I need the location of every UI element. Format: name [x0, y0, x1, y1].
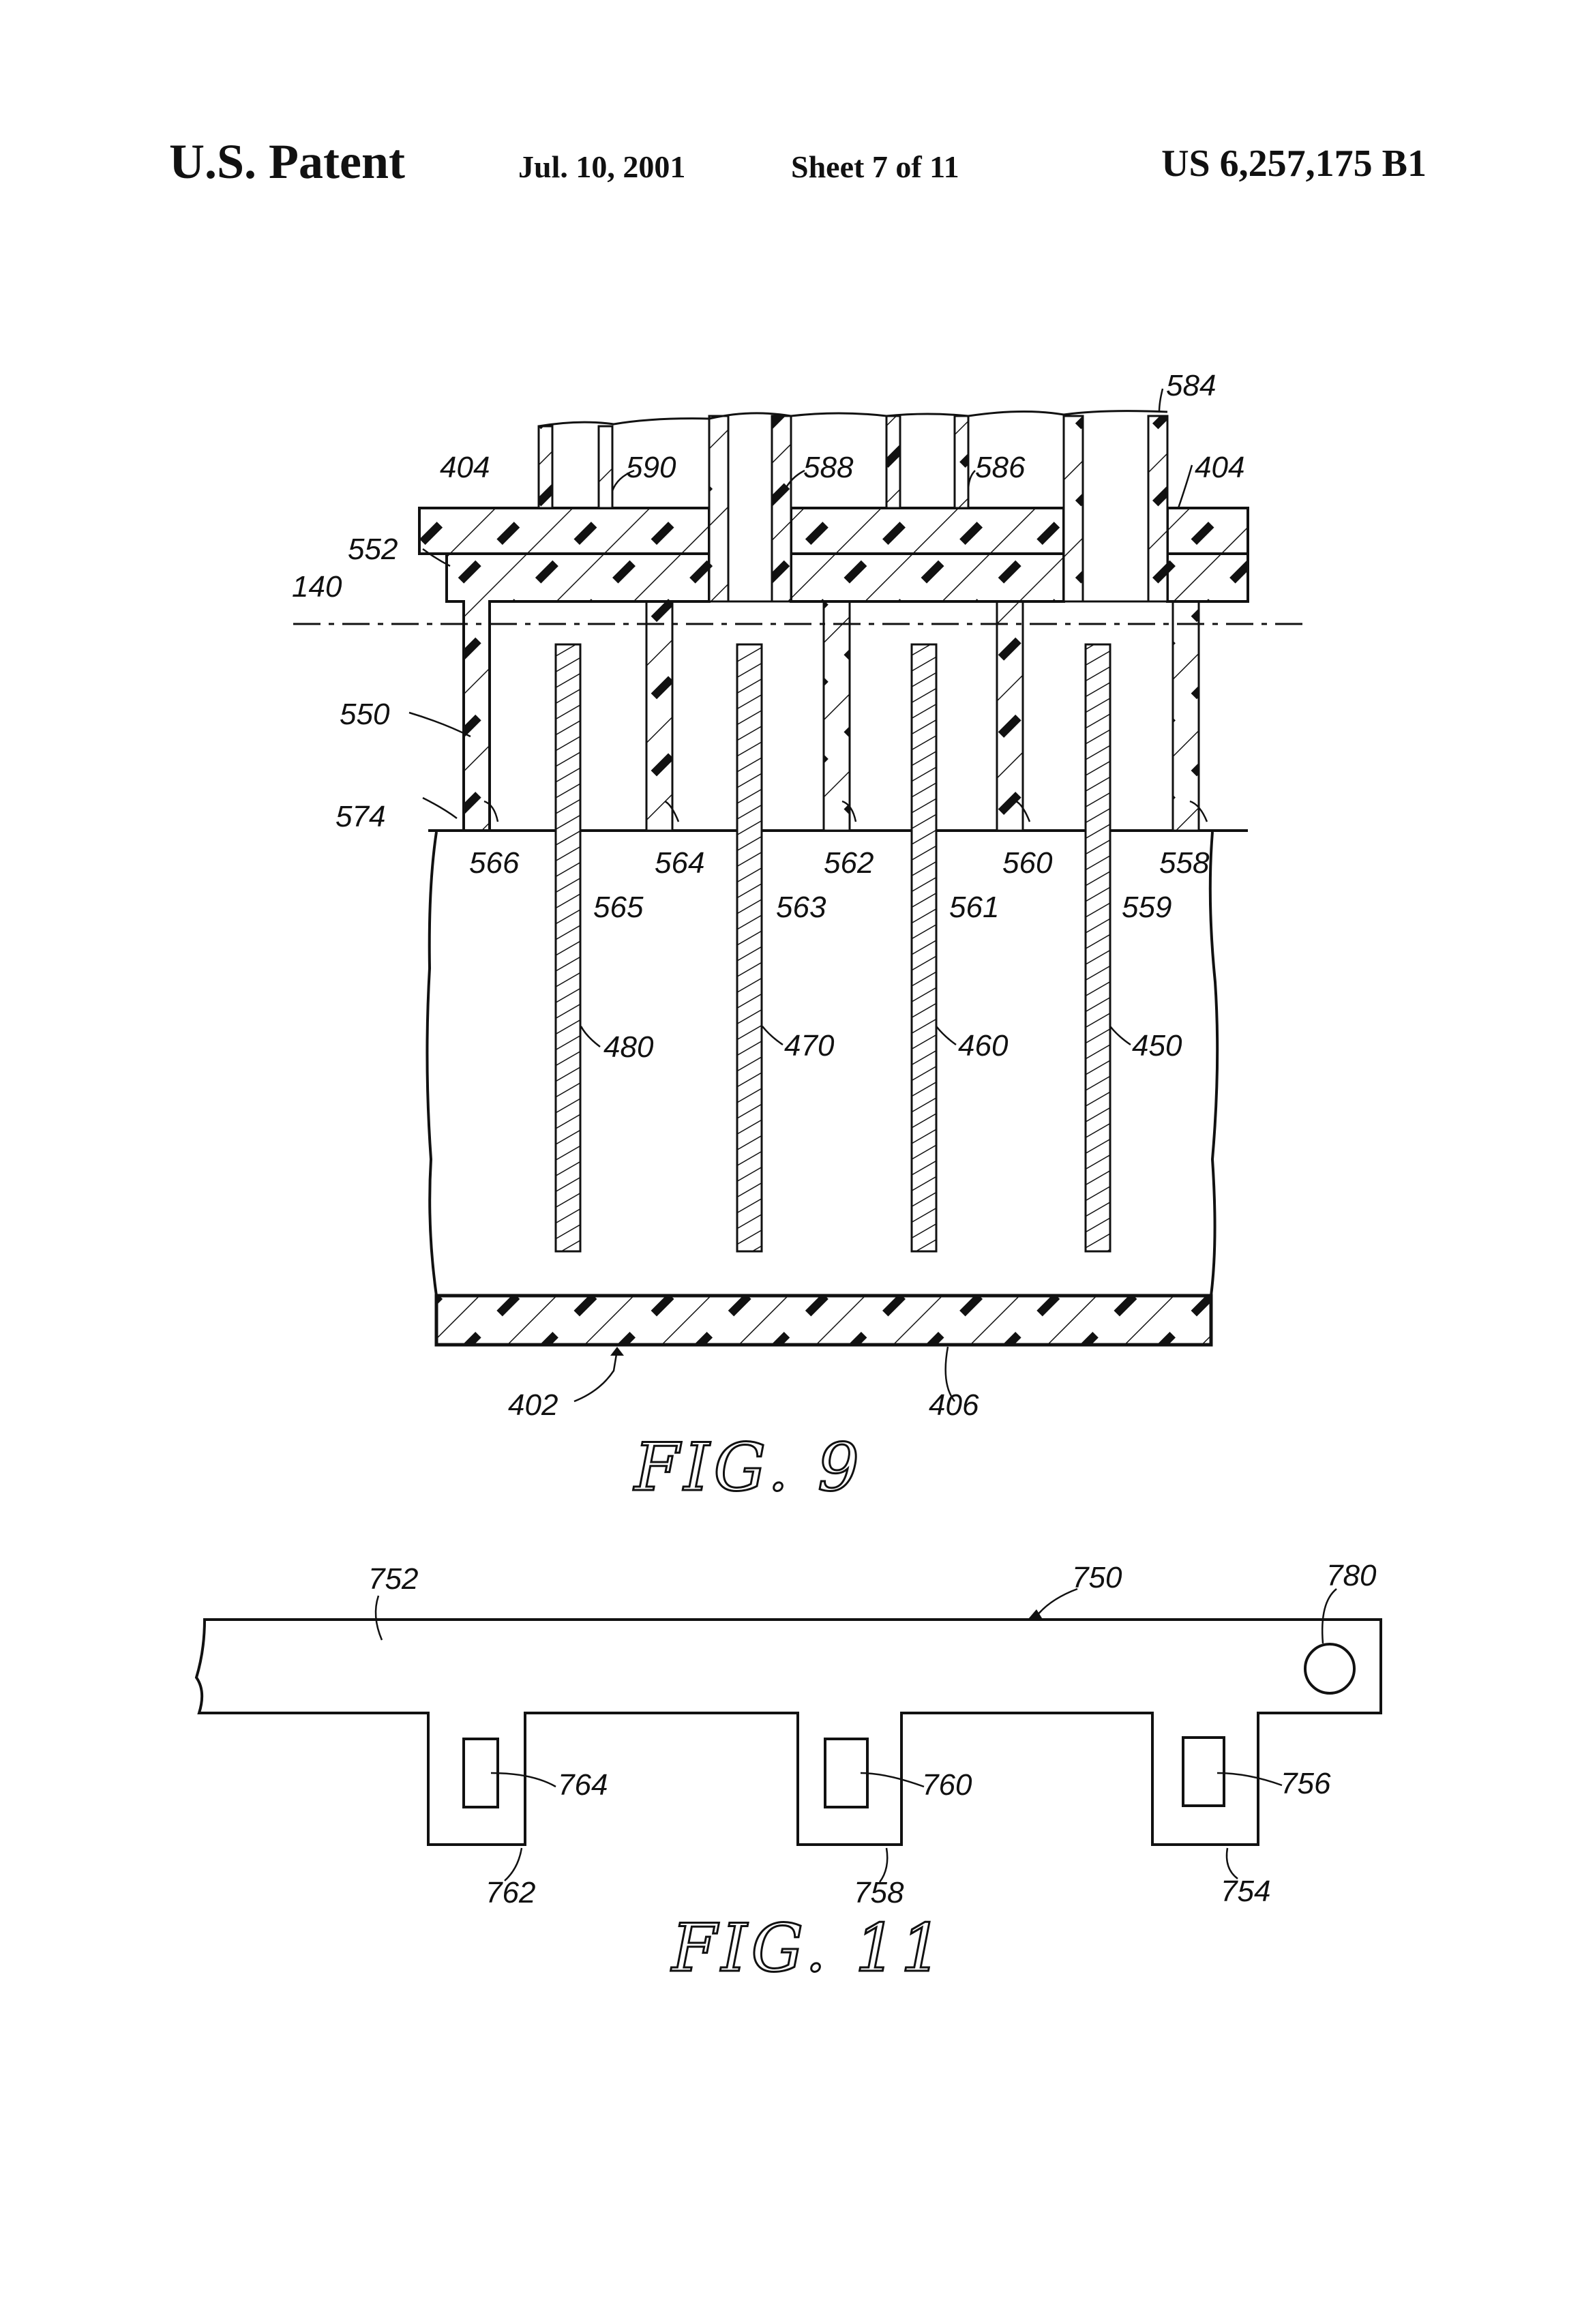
fig9-blade-480 — [556, 644, 580, 1251]
ref-552: 552 — [348, 533, 398, 566]
ref-406: 406 — [929, 1388, 979, 1422]
ref-450: 450 — [1132, 1029, 1182, 1062]
fig9-layer-552-right — [1167, 554, 1248, 601]
fig9-bottom-layer — [436, 1296, 1211, 1345]
fig9-caption: FIG. 9 — [633, 1429, 863, 1506]
ref-780: 780 — [1326, 1559, 1377, 1592]
ref-404-left: 404 — [440, 451, 490, 484]
ref-564: 564 — [655, 846, 704, 880]
fig9-blade-470 — [737, 644, 762, 1251]
ref-562: 562 — [824, 846, 874, 880]
ref-565: 565 — [593, 891, 644, 924]
fig11-bar-outline — [196, 1620, 1381, 1845]
fig9-blade-460 — [912, 644, 936, 1251]
ref-561: 561 — [949, 891, 999, 924]
ref-550: 550 — [340, 698, 390, 731]
fig9-layer-404-right — [1167, 508, 1248, 554]
ref-402: 402 — [508, 1388, 558, 1422]
ref-566: 566 — [469, 846, 520, 880]
ref-760: 760 — [922, 1768, 972, 1802]
ref-756: 756 — [1281, 1767, 1331, 1800]
ref-586: 586 — [975, 451, 1026, 484]
ref-588: 588 — [803, 451, 854, 484]
fig9-layer-552-mid — [791, 554, 1064, 601]
ref-574: 574 — [335, 800, 385, 833]
fig11-slot-756 — [1183, 1738, 1224, 1806]
fig11-drawing: 752 750 780 764 760 756 762 758 754 FIG.… — [196, 1559, 1381, 1986]
ref-140: 140 — [292, 570, 342, 604]
ref-480: 480 — [603, 1030, 654, 1064]
ref-560: 560 — [1002, 846, 1053, 880]
fig11-leaders — [376, 1589, 1337, 1882]
fig9-layer-404-left — [419, 508, 709, 554]
fig9-layer-404-mid — [791, 508, 1064, 554]
ref-404-right: 404 — [1195, 451, 1244, 484]
ref-750: 750 — [1072, 1561, 1122, 1594]
ref-752: 752 — [368, 1562, 418, 1596]
ref-762: 762 — [486, 1876, 535, 1909]
ref-590: 590 — [626, 451, 676, 484]
ref-558: 558 — [1159, 846, 1210, 880]
fig9-drawing: 584 404 404 590 588 586 552 140 550 574 … — [292, 369, 1309, 1506]
ref-758: 758 — [854, 1876, 904, 1909]
fig11-hole-780 — [1305, 1644, 1354, 1693]
ref-460: 460 — [958, 1029, 1009, 1062]
fig9-arrow-402 — [610, 1347, 624, 1356]
ref-470: 470 — [784, 1029, 835, 1062]
ref-584: 584 — [1166, 369, 1216, 402]
ref-559: 559 — [1122, 891, 1171, 924]
fig9-blade-450 — [1086, 644, 1110, 1251]
fig11-caption: FIG. 11 — [670, 1910, 946, 1986]
ref-754: 754 — [1221, 1875, 1270, 1908]
ref-563: 563 — [776, 891, 826, 924]
ref-764: 764 — [558, 1768, 608, 1802]
